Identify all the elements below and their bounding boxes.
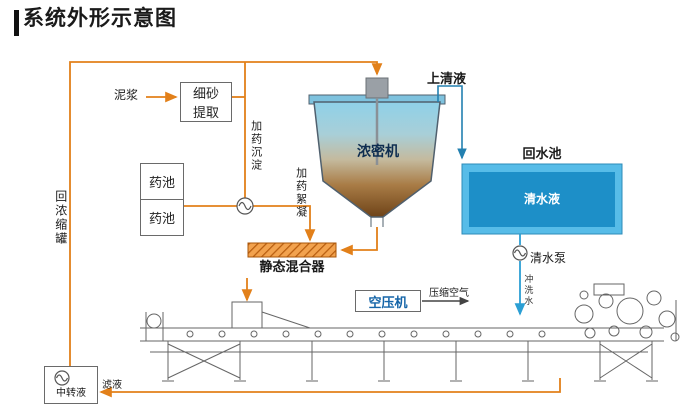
chem-tank-2-label: 药池 (148, 211, 175, 226)
thickener-label: 浓密机 (357, 143, 399, 159)
page-title: 系统外形示意图 (23, 7, 177, 30)
slurry-lines (69, 61, 561, 398)
static-mixer-bar (247, 242, 337, 258)
pump-symbols (54, 197, 528, 386)
dosing-sediment-label: 加药沉淀 (249, 120, 262, 172)
return-concentrate-label: 回浓缩罐 (53, 190, 68, 246)
thickener-motor (365, 77, 389, 99)
roller-cluster (574, 283, 680, 342)
chem-tank-1-box: 药池 (140, 163, 184, 200)
sand-extraction-box: 细砂提取 (180, 82, 232, 122)
belt-filter-press-drawing (140, 283, 680, 382)
dosing-floc-line (253, 205, 316, 242)
mud-label: 泥浆 (114, 88, 139, 102)
air-compressor-box: 空压机 (355, 290, 421, 312)
return-water-pool (461, 163, 623, 235)
filtrate-label: 滤液 (102, 380, 122, 391)
static-mixer-label: 静态混合器 (259, 259, 325, 274)
filtrate-line (99, 378, 561, 398)
machine-legs (162, 341, 658, 382)
title-bar-mark (14, 10, 19, 36)
transfer-tank-label: 中转液 (56, 388, 86, 399)
compressed-air-label: 压缩空气 (429, 288, 469, 299)
clear-water-label: 清水液 (523, 192, 560, 206)
supernatant-line (437, 85, 467, 160)
chem-tank-2-box: 药池 (140, 199, 184, 236)
chem-tank-1-label: 药池 (148, 175, 175, 190)
clear-pump-label: 清水泵 (530, 251, 567, 265)
thickener-tank (308, 77, 446, 227)
thickener-underflow-line (340, 227, 378, 256)
return-concentrate-line (69, 61, 383, 366)
air-compressor-label: 空压机 (368, 294, 408, 310)
flush-water-label: 冲洗水 (523, 274, 534, 307)
transfer-tank-box (44, 366, 98, 404)
supernatant-label: 上清液 (427, 71, 467, 86)
dosing-floc-label: 加药絮凝 (294, 167, 307, 219)
return-pool-label: 回水池 (522, 146, 562, 161)
feed-hopper (231, 301, 263, 329)
sand-extraction-label: 细砂提取 (192, 86, 219, 120)
